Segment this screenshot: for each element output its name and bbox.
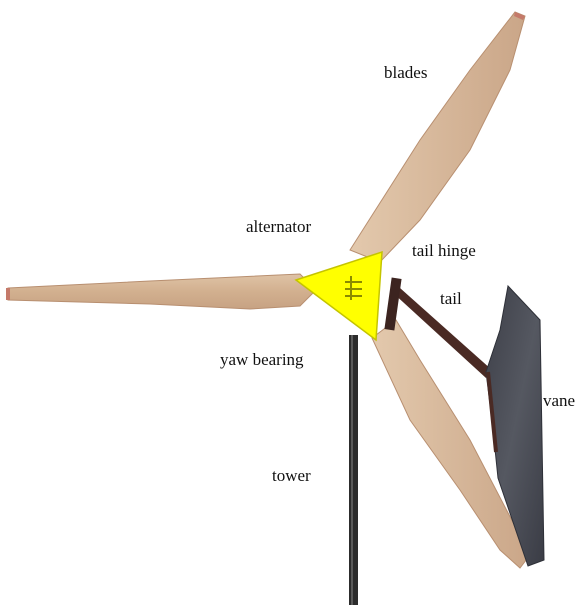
label-yaw-bearing: yaw bearing bbox=[220, 351, 304, 368]
tower-highlight bbox=[351, 335, 353, 605]
label-blades: blades bbox=[384, 64, 427, 81]
blade-upper bbox=[350, 12, 525, 262]
blade-left-tip bbox=[6, 288, 10, 300]
blade-left bbox=[8, 274, 316, 309]
label-tail-hinge: tail hinge bbox=[412, 242, 476, 259]
tail-hinge bbox=[384, 278, 401, 331]
tower bbox=[349, 335, 358, 605]
label-vane: vane bbox=[543, 392, 575, 409]
label-alternator: alternator bbox=[246, 218, 311, 235]
label-tower: tower bbox=[272, 467, 311, 484]
label-tail: tail bbox=[440, 290, 462, 307]
